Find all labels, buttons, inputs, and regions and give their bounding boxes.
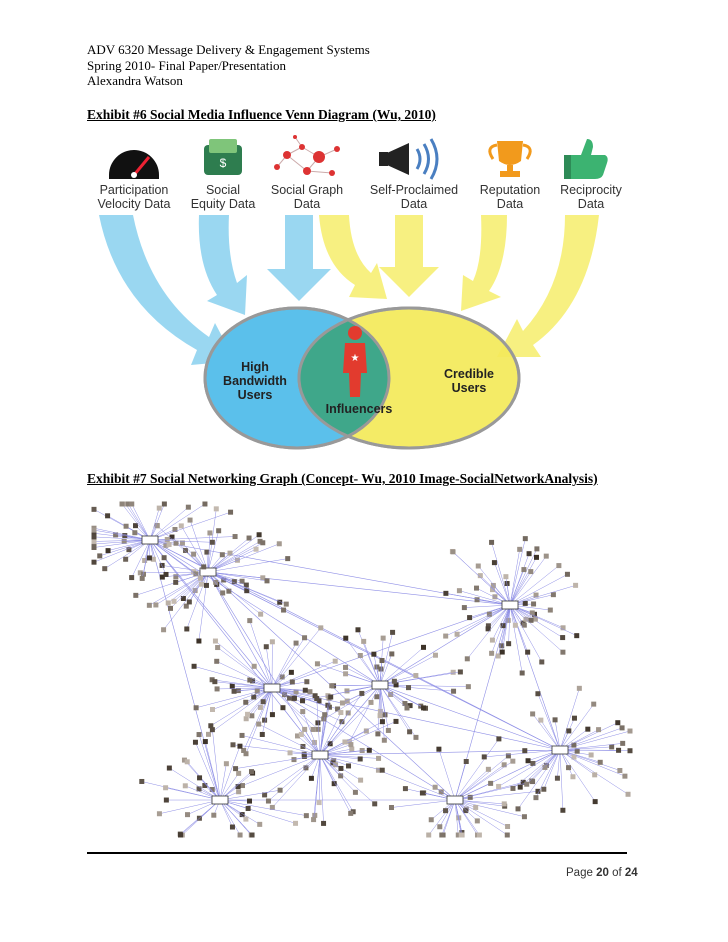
author-line: Alexandra Watson [87,73,183,88]
venn-diagram-svg: $ [99,135,608,450]
arrow-social-graph [267,215,331,301]
svg-text:$: $ [220,156,227,170]
credible-label-2: Users [452,381,487,395]
footer-rule [87,852,627,854]
high-bandwidth-label-3: Users [238,388,273,402]
social-network-graph-image [91,501,633,838]
wallet-icon: $ [204,139,242,175]
thumbs-up-icon [564,139,608,179]
svg-text:★: ★ [351,353,360,364]
speedometer-icon [109,150,159,179]
social-network-graph-figure [90,500,635,840]
high-bandwidth-label-1: High [241,360,269,374]
arrow-participation [99,215,235,365]
arrow-social-equity [198,215,247,315]
venn-diagram-figure: $ [87,135,642,455]
high-bandwidth-label-2: Bandwidth [223,374,287,388]
page-number: Page 20 of 24 [566,867,638,879]
document-header: ADV 6320 Message Delivery & Engagement S… [87,42,370,89]
megaphone-icon [379,138,439,180]
exhibit-6-title: Exhibit #6 Social Media Influence Venn D… [87,107,436,122]
network-icon [274,135,340,176]
influencer-person-icon: ★ [343,326,367,397]
term-line: Spring 2010- Final Paper/Presentation [87,57,286,73]
arrow-self-proclaimed [319,215,439,299]
exhibit-7-title: Exhibit #7 Social Networking Graph (Conc… [87,471,598,486]
trophy-icon [488,141,532,177]
course-line: ADV 6320 Message Delivery & Engagement S… [87,42,370,57]
arrow-reciprocity [497,215,599,357]
credible-label-1: Credible [444,367,494,381]
arrow-reputation [461,215,507,311]
influencers-label: Influencers [326,402,393,416]
